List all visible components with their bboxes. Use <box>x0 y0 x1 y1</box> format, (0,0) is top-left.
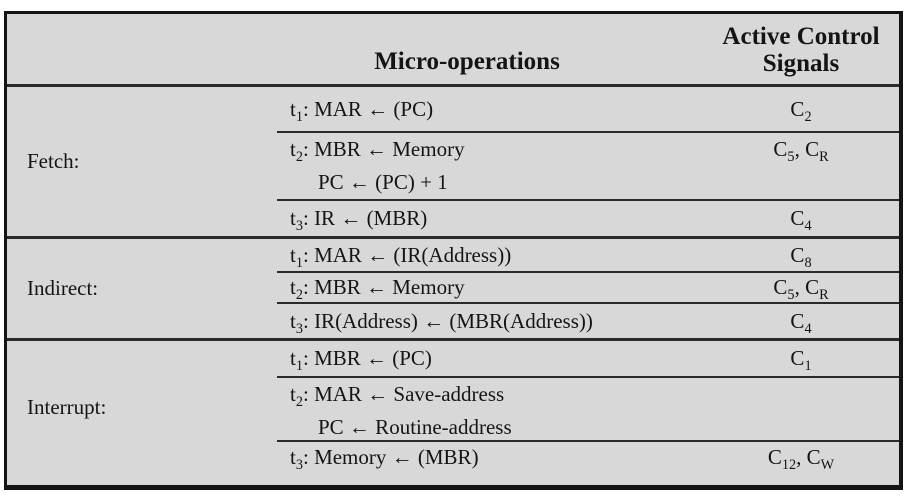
micro-operation-cell: t1: MBR ← (PC) <box>277 346 703 375</box>
section-indirect-rows: t1: MAR ← (IR(Address)) C8 t2: MBR ← Mem… <box>277 239 899 338</box>
micro-operation-cell: t3: IR ← (MBR) <box>277 206 703 235</box>
table-row: t1: MBR ← (PC) C1 <box>277 341 899 376</box>
micro-operation-cell: t3: Memory ← (MBR) <box>277 445 703 474</box>
control-signals: C1 <box>790 346 812 375</box>
micro-operation: t1: MAR ← (PC) <box>290 96 434 125</box>
header-signals-line2: Signals <box>762 50 840 77</box>
section-indirect-label: Indirect: <box>27 276 99 300</box>
header-active-control-signals: Active Control Signals <box>703 14 899 84</box>
section-interrupt-rows: t1: MBR ← (PC) C1 t2: MAR ← Save-address… <box>277 341 899 473</box>
table-row: t2: MBR ← Memory C5, CR <box>277 271 899 302</box>
table-row: t3: Memory ← (MBR) C12, CW <box>277 440 899 473</box>
micro-operation: t3: IR ← (MBR) <box>290 206 428 235</box>
table-row: t3: IR(Address) ← (MBR(Address)) C4 <box>277 302 899 338</box>
table-row: t1: MAR ← (PC) C2 <box>277 87 899 131</box>
micro-operation-cell: t3: IR(Address) ← (MBR(Address)) <box>277 308 703 337</box>
header-empty-cell <box>7 14 277 84</box>
table-row: t3: IR ← (MBR) C4 <box>277 199 899 236</box>
section-fetch: Fetch: t1: MAR ← (PC) C2 t2: MBR ← Memor… <box>7 84 899 236</box>
micro-operation: t2: MAR ← Save-address <box>290 382 505 411</box>
header-signals-line1: Active Control <box>722 23 880 50</box>
control-signals: C8 <box>790 242 812 271</box>
control-signals: C4 <box>790 308 812 337</box>
micro-operation-cell: t2: MBR ← Memory PC ← (PC) + 1 <box>277 133 703 199</box>
micro-operation: t3: IR(Address) ← (MBR(Address)) <box>290 308 593 337</box>
table-row: t2: MBR ← Memory PC ← (PC) + 1 C5, CR <box>277 131 899 199</box>
micro-operation-cell: t1: MAR ← (PC) <box>277 96 703 125</box>
micro-operation-continuation: PC ← (PC) + 1 <box>318 170 448 194</box>
table-header-row: Micro-operations Active Control Signals <box>7 14 899 84</box>
section-indirect: Indirect: t1: MAR ← (IR(Address)) C8 t2:… <box>7 236 899 338</box>
control-signals: C2 <box>790 96 812 125</box>
section-interrupt: Interrupt: t1: MBR ← (PC) C1 t2: MAR ← S… <box>7 338 899 473</box>
table-row: t1: MAR ← (IR(Address)) C8 <box>277 239 899 271</box>
section-fetch-label: Fetch: <box>27 149 80 173</box>
micro-operation-cell: t2: MBR ← Memory <box>277 275 703 304</box>
micro-operation: t2: MBR ← Memory <box>290 275 465 304</box>
micro-operation: t3: Memory ← (MBR) <box>290 445 479 474</box>
micro-operations-table: Micro-operations Active Control Signals … <box>4 11 903 490</box>
header-micro-operations-label: Micro-operations <box>374 48 560 75</box>
control-signals: C12, CW <box>767 445 835 474</box>
table-row: t2: MAR ← Save-address PC ← Routine-addr… <box>277 376 899 440</box>
section-fetch-rows: t1: MAR ← (PC) C2 t2: MBR ← Memory PC ← … <box>277 87 899 236</box>
header-micro-operations: Micro-operations <box>277 14 703 84</box>
section-interrupt-label: Interrupt: <box>27 394 107 419</box>
micro-operation: t2: MBR ← Memory <box>290 137 465 166</box>
micro-operation-continuation: PC ← Routine-address <box>318 415 512 439</box>
control-signals: C5, CR <box>773 275 829 304</box>
micro-operation-cell: t2: MAR ← Save-address PC ← Routine-addr… <box>277 378 703 444</box>
micro-operation: t1: MBR ← (PC) <box>290 346 432 375</box>
micro-operation: t1: MAR ← (IR(Address)) <box>290 242 512 271</box>
micro-operation-cell: t1: MAR ← (IR(Address)) <box>277 242 703 271</box>
control-signals: C5, CR <box>773 137 829 166</box>
control-signals: C4 <box>790 206 812 235</box>
